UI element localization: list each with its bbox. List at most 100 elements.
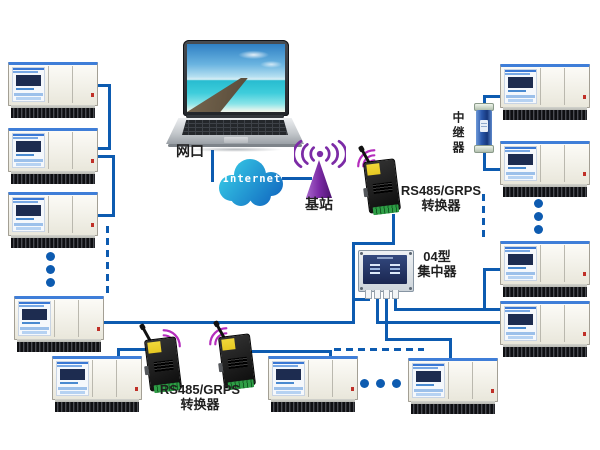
screw-icon: [409, 287, 412, 290]
connection-line: [97, 147, 111, 150]
energy-meter: [268, 356, 358, 412]
connection-line: [252, 350, 332, 353]
concentrator-port: [365, 290, 372, 299]
connection-line: [97, 214, 115, 217]
energy-meter: [500, 64, 590, 120]
connection-line: [394, 296, 397, 311]
ellipsis-dot: [46, 252, 55, 261]
ellipsis-dot: [534, 212, 543, 221]
meter-panel-dividers: [540, 68, 565, 105]
meter-indicator: [97, 327, 100, 331]
meter-indicator: [91, 93, 94, 97]
laptop-shadow: [166, 146, 304, 153]
repeater: [474, 103, 494, 153]
converter-bottom-label-line1: RS485/GRPS: [159, 382, 241, 397]
meter-display-panel: [56, 361, 89, 396]
energy-meter: [500, 301, 590, 357]
concentrator-label-line2: 集中器: [417, 264, 457, 279]
ellipsis-dot: [392, 379, 401, 388]
meter-display-panel: [272, 361, 305, 396]
meter-panel-dividers: [448, 362, 473, 399]
meter-panel-dividers: [48, 132, 73, 169]
meter-panel-dividers: [308, 360, 333, 397]
concentrator-port: [374, 290, 381, 299]
connection-line: [392, 214, 395, 245]
base-station-antenna-icon: [306, 160, 332, 198]
connection-line: [376, 321, 500, 324]
concentrator-port: [392, 290, 399, 299]
rs485-gprs-converter: [215, 324, 257, 391]
converter-top-label-line2: 转换器: [421, 198, 461, 213]
laptop-screen: [183, 40, 289, 116]
energy-meter: [8, 192, 98, 248]
energy-meter: [8, 62, 98, 118]
connection-line-dashed: [482, 194, 485, 240]
meter-indicator: [351, 387, 354, 391]
connection-line: [385, 296, 388, 341]
repeater-label: 中继器: [451, 110, 465, 156]
meter-front-panel: [500, 241, 590, 285]
meter-display-panel: [412, 363, 445, 398]
meter-display-panel: [504, 246, 537, 281]
concentrator-panel: [363, 255, 407, 284]
meter-terminal-strip: [503, 184, 587, 197]
meter-display-panel: [12, 67, 45, 102]
laptop-to-cloud-line: [211, 150, 214, 182]
meter-front-panel: [52, 356, 142, 400]
connection-line: [483, 149, 486, 171]
connection-line: [100, 321, 355, 324]
concentrator-label: 04型 集中器: [410, 249, 464, 279]
connection-line: [385, 338, 452, 341]
meter-panel-dividers: [540, 305, 565, 342]
meter-front-panel: [14, 296, 104, 340]
meter-display-panel: [18, 301, 51, 336]
concentrator-label-line1: 04型: [423, 249, 451, 264]
meter-terminal-strip: [11, 105, 95, 118]
meter-display-panel: [504, 306, 537, 341]
meter-display-panel: [504, 69, 537, 104]
meter-panel-dividers: [540, 145, 565, 182]
laptop-touchpad: [224, 137, 248, 143]
connection-line: [394, 308, 486, 311]
cloud-to-basestation-line: [282, 177, 312, 180]
meter-front-panel: [408, 358, 498, 402]
connection-line: [117, 348, 155, 351]
converter-top-label-line1: RS485/GRPS: [400, 183, 482, 198]
meter-indicator: [135, 387, 138, 391]
meter-terminal-strip: [55, 399, 139, 412]
energy-meter: [408, 358, 498, 414]
meter-front-panel: [268, 356, 358, 400]
meter-display-panel: [12, 133, 45, 168]
screw-icon: [360, 287, 363, 290]
network-port-label: 网口: [176, 143, 204, 159]
energy-meter: [500, 141, 590, 197]
meter-terminal-strip: [503, 344, 587, 357]
connection-line: [483, 308, 503, 311]
meter-front-panel: [8, 192, 98, 236]
meter-terminal-strip: [503, 284, 587, 297]
meter-panel-dividers: [54, 300, 79, 337]
meter-front-panel: [500, 64, 590, 108]
converter-bottom-label-line2: 转换器: [180, 397, 220, 412]
converter-ports: [227, 356, 248, 370]
meter-terminal-strip: [17, 339, 101, 352]
converter-top-label: RS485/GRPS 转换器: [396, 183, 486, 213]
converter-label-sticker: [366, 163, 381, 176]
laptop-hinge: [186, 115, 284, 118]
meter-indicator: [91, 159, 94, 163]
connection-line: [483, 268, 486, 311]
ellipsis-dot: [46, 265, 55, 274]
connection-line: [117, 348, 120, 360]
meter-terminal-strip: [11, 235, 95, 248]
repeater-face-label: [480, 120, 488, 132]
converter-label-sticker: [221, 338, 236, 351]
converter-ports: [372, 181, 393, 195]
laptop-front-edge: [168, 144, 302, 147]
converter-label-sticker: [147, 341, 162, 354]
laptop-keyboard: [182, 120, 288, 135]
base-station-label: 基站: [305, 196, 333, 212]
meter-indicator: [583, 272, 586, 276]
internet-cloud: Internet: [212, 152, 292, 210]
meter-front-panel: [8, 62, 98, 106]
